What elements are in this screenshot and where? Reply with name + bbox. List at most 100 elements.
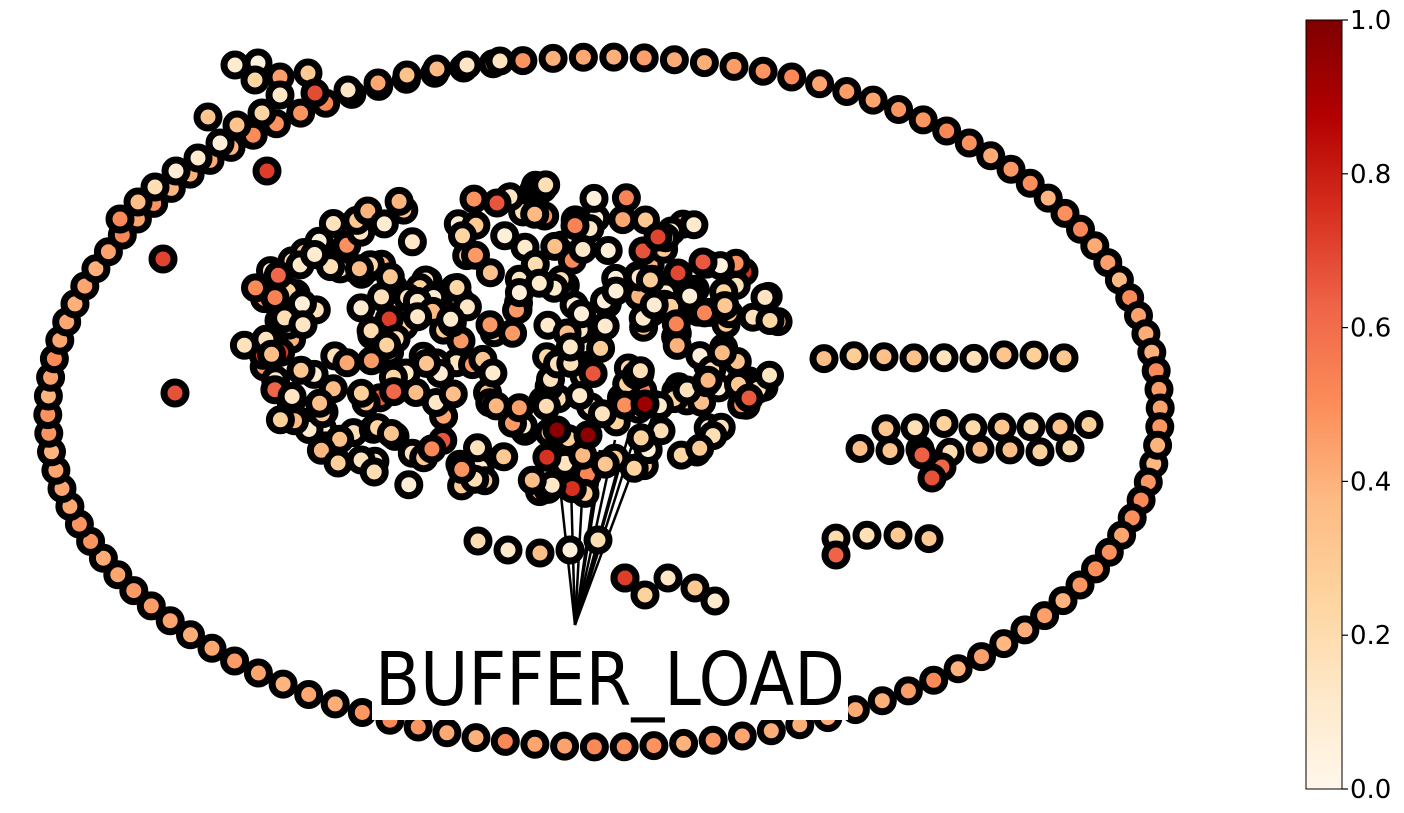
graph-node bbox=[629, 43, 659, 73]
graph-node bbox=[609, 732, 639, 762]
graph-node bbox=[263, 260, 293, 290]
graph-node bbox=[252, 156, 282, 186]
graph-node bbox=[1055, 433, 1085, 463]
graph-node bbox=[560, 211, 590, 241]
graph-node bbox=[727, 721, 757, 751]
graph-node bbox=[995, 435, 1025, 465]
graph-node bbox=[599, 42, 629, 72]
graph-node bbox=[550, 731, 580, 761]
graph-node bbox=[220, 646, 250, 676]
graph-node bbox=[367, 282, 396, 312]
graph-node bbox=[755, 306, 785, 335]
graph-node bbox=[241, 273, 270, 303]
graph-node bbox=[685, 433, 715, 463]
graph-node bbox=[394, 470, 424, 500]
graph-node bbox=[432, 718, 462, 748]
graph-node bbox=[376, 419, 406, 448]
graph-node bbox=[587, 399, 617, 429]
graph-node bbox=[478, 358, 508, 388]
graph-node bbox=[475, 258, 505, 288]
graph-node bbox=[412, 348, 441, 378]
graph-node bbox=[148, 244, 178, 274]
graph-node bbox=[475, 310, 505, 340]
graph-node bbox=[1074, 410, 1104, 439]
graph-node bbox=[525, 538, 555, 568]
graph-node bbox=[653, 563, 683, 593]
graph-node bbox=[869, 342, 899, 372]
graph-node bbox=[659, 45, 689, 75]
graph-node bbox=[346, 293, 376, 323]
graph-node bbox=[286, 355, 316, 385]
graph-node bbox=[490, 726, 520, 756]
graph-node bbox=[689, 48, 719, 78]
graph-node bbox=[247, 98, 277, 128]
graph-node bbox=[832, 77, 862, 106]
colorbar-tick-label: 0.4 bbox=[1350, 467, 1391, 497]
graph-node bbox=[578, 359, 608, 388]
graph-node bbox=[532, 442, 562, 472]
colorbar-tick-label: 1.0 bbox=[1350, 6, 1391, 36]
graph-node bbox=[917, 463, 947, 493]
label-background bbox=[372, 640, 848, 720]
graph-node bbox=[417, 434, 447, 464]
graph-edge bbox=[573, 419, 642, 626]
graph-node bbox=[520, 199, 550, 229]
graph-node bbox=[875, 436, 905, 466]
graph-node bbox=[710, 291, 740, 321]
graph-node bbox=[489, 442, 519, 472]
graph-node bbox=[777, 62, 807, 92]
graph-node bbox=[1016, 412, 1046, 442]
graph-node bbox=[422, 54, 452, 84]
graph-node bbox=[265, 405, 295, 435]
graph-node bbox=[590, 449, 620, 479]
graph-node bbox=[498, 318, 528, 348]
graph-node bbox=[707, 338, 737, 368]
graph-node bbox=[1015, 168, 1045, 198]
graph-node bbox=[300, 78, 330, 108]
colorbar-tick-label: 0.2 bbox=[1350, 621, 1391, 651]
graph-node bbox=[155, 606, 185, 636]
graph-node bbox=[277, 382, 307, 411]
colorbar: 0.00.20.40.60.81.0 bbox=[1305, 6, 1391, 805]
graph-node bbox=[176, 620, 205, 650]
graph-node bbox=[243, 658, 273, 688]
graph-node bbox=[932, 116, 962, 146]
graph-node bbox=[669, 728, 699, 758]
graph-node bbox=[183, 143, 213, 173]
graph-node bbox=[461, 723, 491, 753]
graph-node bbox=[750, 282, 780, 312]
colorbar-gradient bbox=[1305, 19, 1343, 790]
graph-node bbox=[573, 420, 603, 450]
graph-node bbox=[568, 42, 598, 72]
graph-node bbox=[463, 433, 492, 463]
graph-node bbox=[608, 205, 638, 235]
graph-node bbox=[461, 240, 490, 270]
colorbar-tick-label: 0.6 bbox=[1350, 314, 1391, 344]
graph-node bbox=[397, 227, 427, 257]
graph-node bbox=[459, 184, 489, 214]
graph-node bbox=[482, 188, 512, 218]
graph-node bbox=[639, 290, 669, 320]
graph-node bbox=[568, 235, 598, 264]
graph-node bbox=[579, 183, 609, 213]
graph-node bbox=[531, 170, 561, 200]
graph-node bbox=[643, 222, 673, 252]
graph-node bbox=[700, 586, 730, 616]
graph-node bbox=[1019, 340, 1049, 370]
graph-node bbox=[346, 378, 376, 408]
graph-node bbox=[123, 187, 153, 217]
graph-node bbox=[265, 80, 295, 110]
graph-node bbox=[579, 732, 609, 762]
graph-node bbox=[661, 309, 691, 339]
graph-node bbox=[1048, 586, 1078, 616]
graph-node bbox=[688, 247, 718, 277]
graph-node bbox=[531, 391, 561, 421]
graph-node bbox=[140, 172, 170, 202]
graph-node bbox=[586, 333, 616, 363]
graph-node bbox=[639, 731, 669, 761]
graph-node bbox=[1049, 343, 1079, 373]
graph-node bbox=[625, 356, 655, 386]
graph-node bbox=[447, 454, 477, 484]
graph-node bbox=[748, 56, 778, 86]
graph-node bbox=[257, 339, 287, 369]
